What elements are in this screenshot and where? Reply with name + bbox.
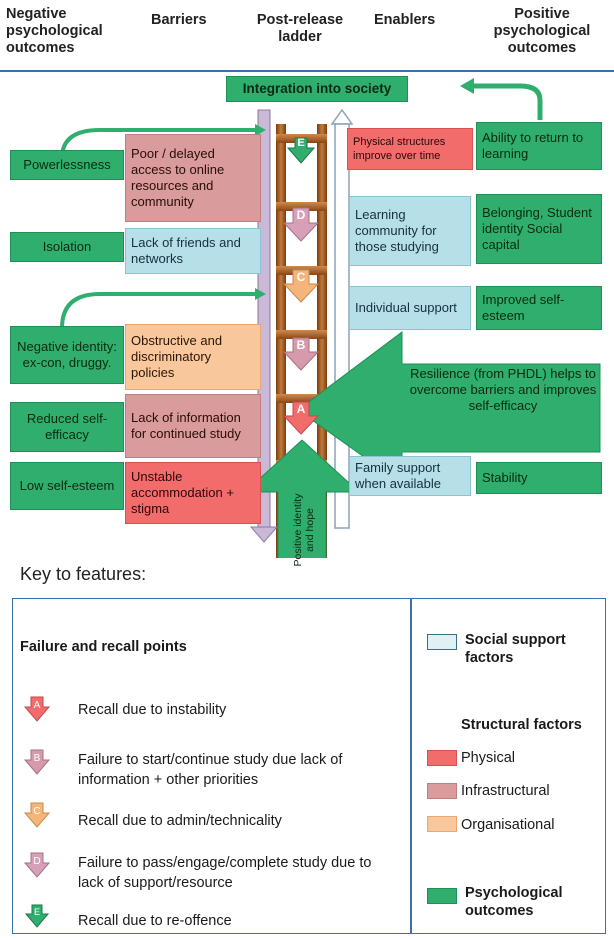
hope-arrow-shape bbox=[243, 439, 361, 558]
neg-powerlessness: Powerlessness bbox=[10, 150, 124, 180]
enabler-individual: Individual support bbox=[349, 286, 471, 330]
barrier-information: Lack of information for continued study bbox=[125, 394, 261, 458]
neg-self-esteem: Low self-esteem bbox=[10, 462, 124, 510]
key-divider bbox=[410, 598, 412, 934]
ladder-rung bbox=[276, 330, 327, 339]
marker-d bbox=[282, 207, 320, 242]
header-negative: Negative psychological outcomes bbox=[6, 6, 103, 56]
swatch-organisational bbox=[427, 816, 457, 832]
key-marker-d bbox=[23, 852, 51, 878]
ladder-rail-left bbox=[276, 124, 286, 558]
marker-e bbox=[286, 137, 316, 164]
marker-e-label: E bbox=[297, 137, 305, 149]
key-frame bbox=[12, 598, 606, 934]
header-ladder: Post-release ladder bbox=[256, 12, 344, 45]
key-letter-b: B bbox=[33, 753, 41, 764]
key-structural: Structural factors bbox=[461, 717, 582, 733]
marker-a-label: A bbox=[296, 402, 306, 416]
barrier-policies: Obstructive and discriminatory policies bbox=[125, 324, 261, 390]
key-marker-b bbox=[23, 749, 51, 775]
marker-b-label: B bbox=[296, 338, 306, 352]
swatch-physical bbox=[427, 750, 457, 766]
marker-d-label: D bbox=[296, 208, 306, 222]
ladder-rail-right bbox=[317, 124, 327, 558]
neg-identity: Negative identity: ex-con, druggy. bbox=[10, 326, 124, 384]
pos-return: Ability to return to learning bbox=[476, 122, 602, 170]
pos-stability: Stability bbox=[476, 462, 602, 494]
marker-c bbox=[282, 269, 320, 303]
key-organisational: Organisational bbox=[461, 817, 555, 833]
key-text-d: Failure to pass/engage/complete study du… bbox=[78, 855, 372, 891]
header-barriers: Barriers bbox=[151, 12, 207, 28]
pos-belonging: Belonging, Student identity Social capit… bbox=[476, 194, 602, 264]
key-social: Social support factors bbox=[465, 632, 566, 666]
swatch-infrastructural bbox=[427, 783, 457, 799]
down-arrow-long bbox=[249, 109, 279, 543]
header-positive: Positive psychological outcomes bbox=[493, 6, 591, 56]
swatch-social bbox=[427, 634, 457, 650]
neg-isolation: Isolation bbox=[10, 232, 124, 262]
key-letter-c: C bbox=[33, 806, 41, 817]
header-enablers: Enablers bbox=[374, 12, 436, 28]
key-text-b: Failure to start/continue study due lack… bbox=[78, 752, 343, 788]
key-letter-a: A bbox=[33, 700, 41, 711]
key-marker-e bbox=[24, 904, 50, 928]
key-failure-heading: Failure and recall points bbox=[20, 639, 187, 655]
ladder-rung bbox=[276, 202, 327, 211]
hope-label: Positive identity and hope bbox=[292, 493, 316, 567]
swatch-psychological bbox=[427, 888, 457, 904]
key-marker-a bbox=[23, 696, 51, 722]
ladder-rung bbox=[276, 394, 327, 403]
key-text-a: Recall due to instability bbox=[78, 702, 227, 718]
key-physical: Physical bbox=[461, 750, 515, 766]
key-markers bbox=[23, 696, 51, 928]
curved-arrow-mid bbox=[60, 292, 255, 329]
resilience-text: Resilience (from PHDL) helps to overcome… bbox=[409, 366, 597, 413]
enabler-physical: Physical structures improve over time bbox=[347, 128, 473, 170]
barrier-friends: Lack of friends and networks bbox=[125, 228, 261, 274]
key-infrastructural: Infrastructural bbox=[461, 783, 550, 799]
enabler-learning: Learning community for those studying bbox=[349, 196, 471, 266]
barrier-online-access: Poor / delayed access to online resource… bbox=[125, 134, 261, 222]
neg-self-efficacy: Reduced self-efficacy bbox=[10, 402, 124, 452]
marker-c-label: C bbox=[296, 270, 306, 284]
enabler-family: Family support when available bbox=[349, 456, 471, 496]
curved-arrow-right bbox=[472, 83, 543, 120]
key-letter-e: E bbox=[33, 907, 40, 917]
header-divider bbox=[0, 70, 614, 72]
pos-esteem: Improved self-esteem bbox=[476, 286, 602, 330]
key-marker-c bbox=[23, 802, 51, 828]
key-title: Key to features: bbox=[20, 564, 147, 584]
key-psychological: Psychological outcomes bbox=[465, 885, 563, 919]
marker-b bbox=[282, 337, 320, 371]
barrier-accommodation: Unstable accommodation + stigma bbox=[125, 462, 261, 524]
key-text-e: Recall due to re-offence bbox=[78, 913, 232, 929]
key-text-c: Recall due to admin/technicality bbox=[78, 813, 282, 829]
marker-a bbox=[282, 401, 320, 435]
key-letter-d: D bbox=[33, 856, 41, 867]
integration-box: Integration into society bbox=[226, 76, 408, 102]
